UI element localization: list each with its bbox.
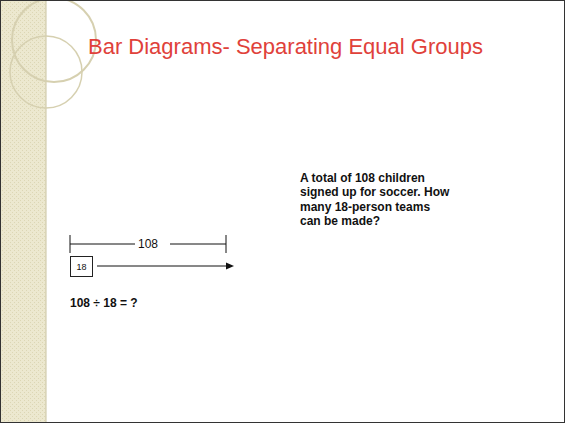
dimension-label: 108 [135,237,161,251]
decor-circle [12,0,96,82]
decor-circle [10,36,82,108]
repeat-arrow [97,263,234,270]
slide-title: Bar Diagrams- Separating Equal Groups [88,34,483,60]
group-box: 18 [70,256,93,277]
box-value: 18 [76,262,86,272]
side-band [0,0,46,423]
equation: 108 ÷ 18 = ? [70,296,138,310]
total-bracket [70,235,226,253]
word-problem: A total of 108 children signed up for so… [300,171,450,229]
